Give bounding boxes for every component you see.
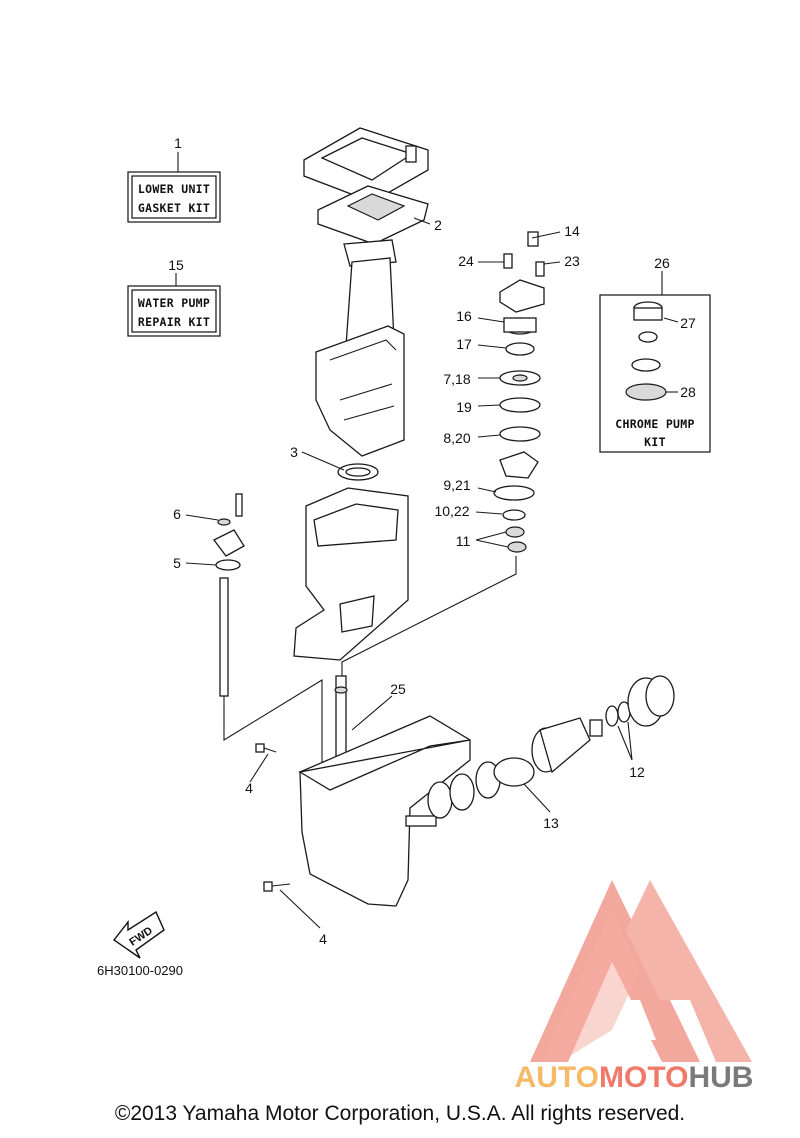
bolt-4-upper — [255, 743, 277, 753]
water-pump-kit-box: WATER PUMP REPAIR KIT — [127, 285, 221, 337]
callout-2: 2 — [434, 217, 442, 233]
callout-27: 27 — [680, 315, 696, 331]
watermark-part3: HUB — [688, 1061, 753, 1094]
seal-3 — [337, 463, 379, 481]
watermark-logo-icon — [530, 880, 752, 1062]
callout-17: 17 — [456, 336, 472, 352]
copyright-text: ©2013 Yamaha Motor Corporation, U.S.A. A… — [114, 1102, 686, 1125]
callout-5: 5 — [173, 555, 181, 571]
top-gasket-plate — [303, 127, 429, 203]
gear-case — [298, 715, 471, 907]
callout-12: 12 — [629, 764, 645, 780]
callout-3: 3 — [290, 444, 298, 460]
callout-24: 24 — [458, 253, 474, 269]
callout-23: 23 — [564, 253, 580, 269]
pump-kit-line1: WATER PUMP — [138, 296, 210, 310]
callout-26: 26 — [654, 255, 670, 271]
callout-15: 15 — [168, 257, 184, 273]
chrome-kit-line2: KIT — [644, 435, 666, 449]
callout-10-22: 10,22 — [434, 503, 469, 519]
callout-1: 1 — [174, 135, 182, 151]
watermark-text: AUTOMOTOHUB — [515, 1061, 754, 1094]
callout-14: 14 — [564, 223, 580, 239]
water-pump-stack — [493, 231, 545, 553]
callout-25: 25 — [390, 681, 406, 697]
gasket-kit-line2: GASKET KIT — [138, 201, 210, 215]
fwd-arrow-icon: FWD — [112, 910, 165, 959]
watermark-part2: MOTO — [599, 1061, 688, 1094]
callout-9-21: 9,21 — [443, 477, 470, 493]
callout-16: 16 — [456, 308, 472, 324]
watermark-part1: AUTO — [515, 1061, 599, 1094]
gasket-kit-box: LOWER UNIT GASKET KIT — [127, 171, 221, 223]
drive-shaft-left — [213, 493, 245, 697]
bolt-4-lower — [263, 881, 291, 892]
callout-4-upper: 4 — [245, 780, 253, 796]
chrome-pump-kit-box: CHROME PUMP KIT — [599, 294, 711, 453]
chrome-kit-line1: CHROME PUMP — [615, 417, 694, 431]
pump-kit-line2: REPAIR KIT — [138, 315, 210, 329]
callout-28: 28 — [680, 384, 696, 400]
upper-casing — [315, 239, 405, 457]
diagram-code: 6H30100-0290 — [97, 963, 183, 978]
callout-11: 11 — [456, 533, 471, 549]
gasket-kit-line1: LOWER UNIT — [138, 182, 210, 196]
callout-4-lower: 4 — [319, 931, 327, 947]
callout-13: 13 — [543, 815, 559, 831]
lower-casing-upper — [293, 487, 409, 661]
callout-8-20: 8,20 — [443, 430, 470, 446]
callout-7-18: 7,18 — [443, 371, 470, 387]
callout-19: 19 — [456, 399, 472, 415]
propeller-shaft-parts — [427, 675, 675, 819]
callout-6: 6 — [173, 506, 181, 522]
gasket-2 — [317, 185, 429, 245]
